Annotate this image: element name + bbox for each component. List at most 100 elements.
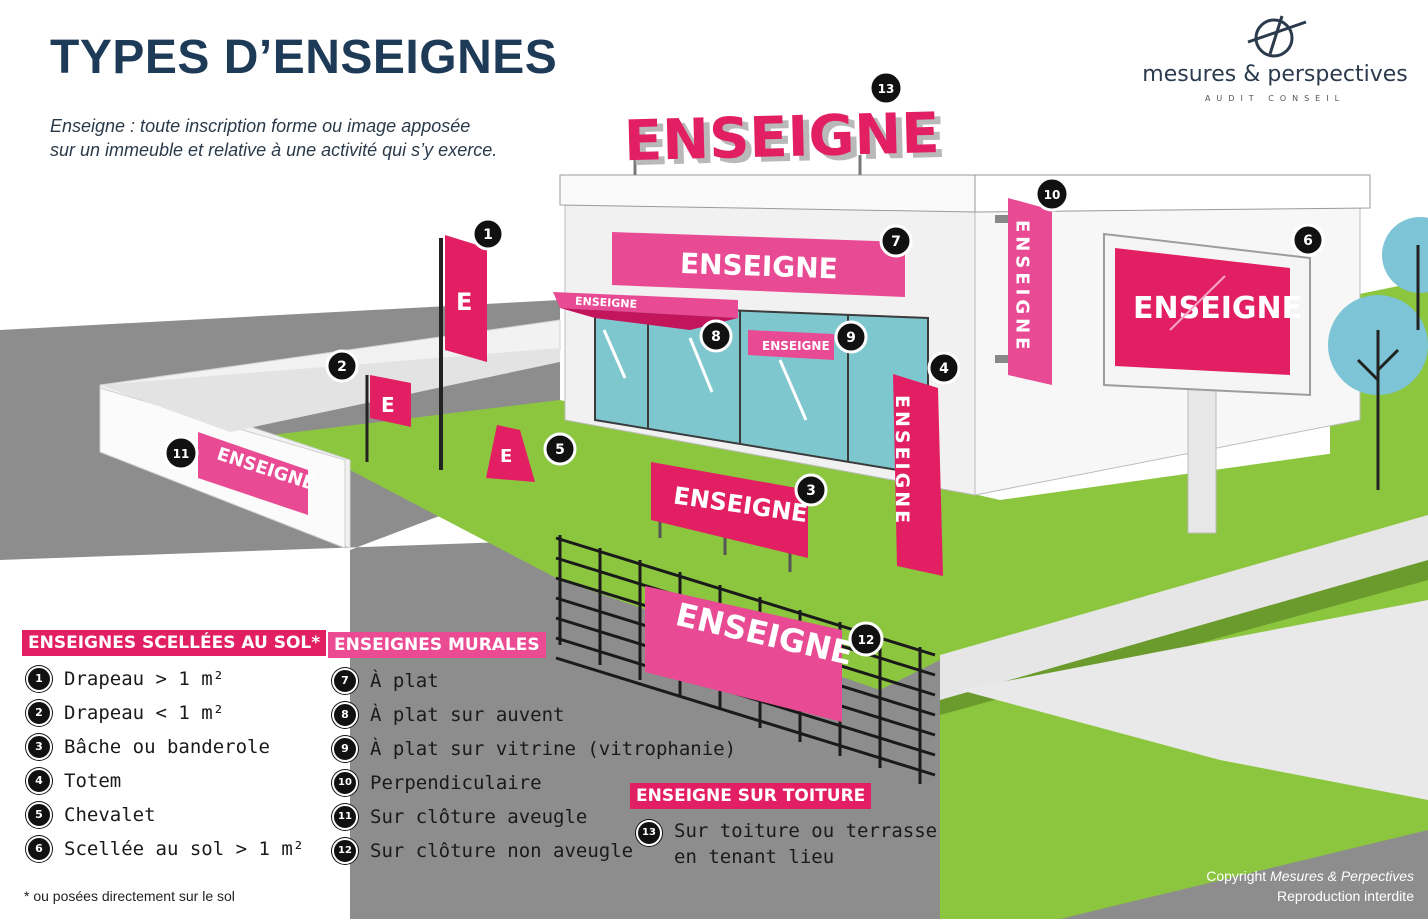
number-badge: 9: [332, 736, 358, 762]
sign-flag-large-text: E: [456, 288, 472, 316]
marker-12: 12: [848, 621, 884, 657]
sidewalk-lower: [960, 600, 1428, 800]
roof-left: [559, 174, 976, 213]
sign-window: [748, 330, 834, 360]
company-logo: mesures & perspectives AUDIT CONSEIL: [1110, 10, 1420, 105]
legend-item-label: Totem: [64, 770, 122, 792]
marker-3: 3: [794, 473, 828, 507]
legend-item-label: À plat sur auvent: [370, 704, 565, 726]
svg-text:2: 2: [337, 359, 347, 375]
copyright-owner: Mesures & Perpectives: [1270, 868, 1414, 884]
sign-totem: [893, 374, 943, 576]
sign-blind-fence: [198, 432, 308, 515]
tree-crown: [1382, 217, 1428, 293]
marker-1: 1: [471, 217, 505, 251]
number-badge: 11: [332, 804, 358, 830]
svg-text:3: 3: [806, 483, 816, 499]
svg-text:11: 11: [173, 447, 190, 461]
legend-item-label-line-1: Sur toiture ou terrasse: [674, 820, 938, 842]
copyright-prefix: Copyright: [1206, 868, 1267, 884]
marker-7: 7: [879, 224, 913, 258]
sign-rooftop-text-shadow: ENSEIGNE: [629, 106, 946, 179]
svg-text:8: 8: [711, 329, 721, 345]
copyright-notice-line: Reproduction interdite: [1277, 888, 1414, 904]
sign-easel: [486, 425, 535, 482]
sign-window-text: ENSEIGNE: [762, 339, 830, 353]
legend-roof-heading: ENSEIGNE SUR TOITURE: [630, 783, 872, 809]
perpendicular-bracket: [995, 215, 1010, 223]
legend-item-label: Bâche ou banderole: [64, 736, 270, 758]
number-badge: 3: [26, 734, 52, 760]
perpendicular-bracket: [995, 355, 1010, 363]
sign-awning-text: ENSEIGNE: [575, 295, 638, 311]
number-badge: 10: [332, 770, 358, 796]
glass-reflection: [778, 359, 808, 421]
sign-flag-small: [370, 375, 411, 427]
legend-item-label: Scellée au sol > 1 m²: [64, 838, 305, 860]
number-badge: 7: [332, 668, 358, 694]
sign-flag-large: [445, 235, 487, 362]
sign-open-fence: [645, 586, 842, 722]
sign-wall-flat: [612, 232, 905, 297]
awning: [560, 308, 738, 330]
number-badge: 2: [26, 700, 52, 726]
logo-mark-icon: [1247, 15, 1307, 58]
sign-perpendicular-text: ENSEIGNE: [1012, 220, 1033, 353]
svg-text:7: 7: [891, 234, 901, 250]
legend-item-label: Sur toiture ou terrasse en tenant lieu: [674, 820, 937, 868]
glass-reflection: [602, 329, 627, 379]
legend-item-label: Sur clôture aveugle: [370, 806, 588, 828]
marker-5: 5: [543, 432, 577, 466]
glass-reflection: [688, 337, 714, 393]
marker-11: 11: [163, 435, 199, 471]
svg-text:10: 10: [1044, 188, 1061, 202]
legend-item-label: Sur clôture non aveugle: [370, 840, 634, 862]
roof-right: [974, 174, 1371, 213]
svg-text:5: 5: [555, 442, 565, 458]
footnote: * ou posées directement sur le sol: [24, 888, 235, 904]
marker-9: 9: [834, 320, 868, 354]
copyright-notice: Copyright Mesures & Perpectives Reproduc…: [1206, 866, 1414, 906]
legend-item: 7 À plat: [332, 664, 736, 698]
page-title: TYPES D’ENSEIGNES: [50, 31, 558, 84]
sign-billboard: [1115, 248, 1290, 375]
copyright-line-1: Copyright Mesures & Perpectives: [1206, 866, 1414, 886]
number-badge: 4: [26, 768, 52, 794]
marker-8: 8: [699, 319, 733, 353]
legend-item: 3 Bâche ou banderole: [26, 730, 304, 764]
legend-item: 13 Sur toiture ou terrasse en tenant lie…: [636, 820, 937, 868]
legend-item-label: Chevalet: [64, 804, 156, 826]
number-badge: 6: [26, 836, 52, 862]
legend-item-label: À plat: [370, 670, 439, 692]
number-badge: 1: [26, 666, 52, 692]
blind-fence-inner: [100, 348, 560, 432]
billboard-glare: [1169, 275, 1226, 331]
definition-line-2: sur un immeuble et relative à une activi…: [50, 140, 498, 160]
marker-10: 10: [1034, 176, 1070, 212]
marker-4: 4: [927, 351, 961, 385]
definition-line-1: Enseigne : toute inscription forme ou im…: [50, 116, 471, 136]
sign-perpendicular: [1008, 198, 1052, 385]
logo-tagline: AUDIT CONSEIL: [1204, 94, 1346, 103]
number-badge: 5: [26, 802, 52, 828]
sign-billboard-text: ENSEIGNE: [1133, 291, 1302, 326]
number-badge: 12: [332, 838, 358, 864]
svg-text:12: 12: [858, 633, 875, 647]
billboard-post: [1187, 367, 1217, 534]
legend-item-label: Drapeau > 1 m²: [64, 668, 225, 690]
sign-totem-text: ENSEIGNE: [891, 395, 913, 526]
legend-item: 5 Chevalet: [26, 798, 304, 832]
legend-item: 4 Totem: [26, 764, 304, 798]
legend-wall-heading: ENSEIGNES MURALES: [328, 632, 546, 658]
legend-item: 11 Sur clôture aveugle: [332, 800, 736, 834]
sign-rooftop-text: ENSEIGNE: [623, 101, 940, 174]
svg-text:6: 6: [1303, 233, 1313, 249]
legend-item: 6 Scellée au sol > 1 m²: [26, 832, 304, 866]
